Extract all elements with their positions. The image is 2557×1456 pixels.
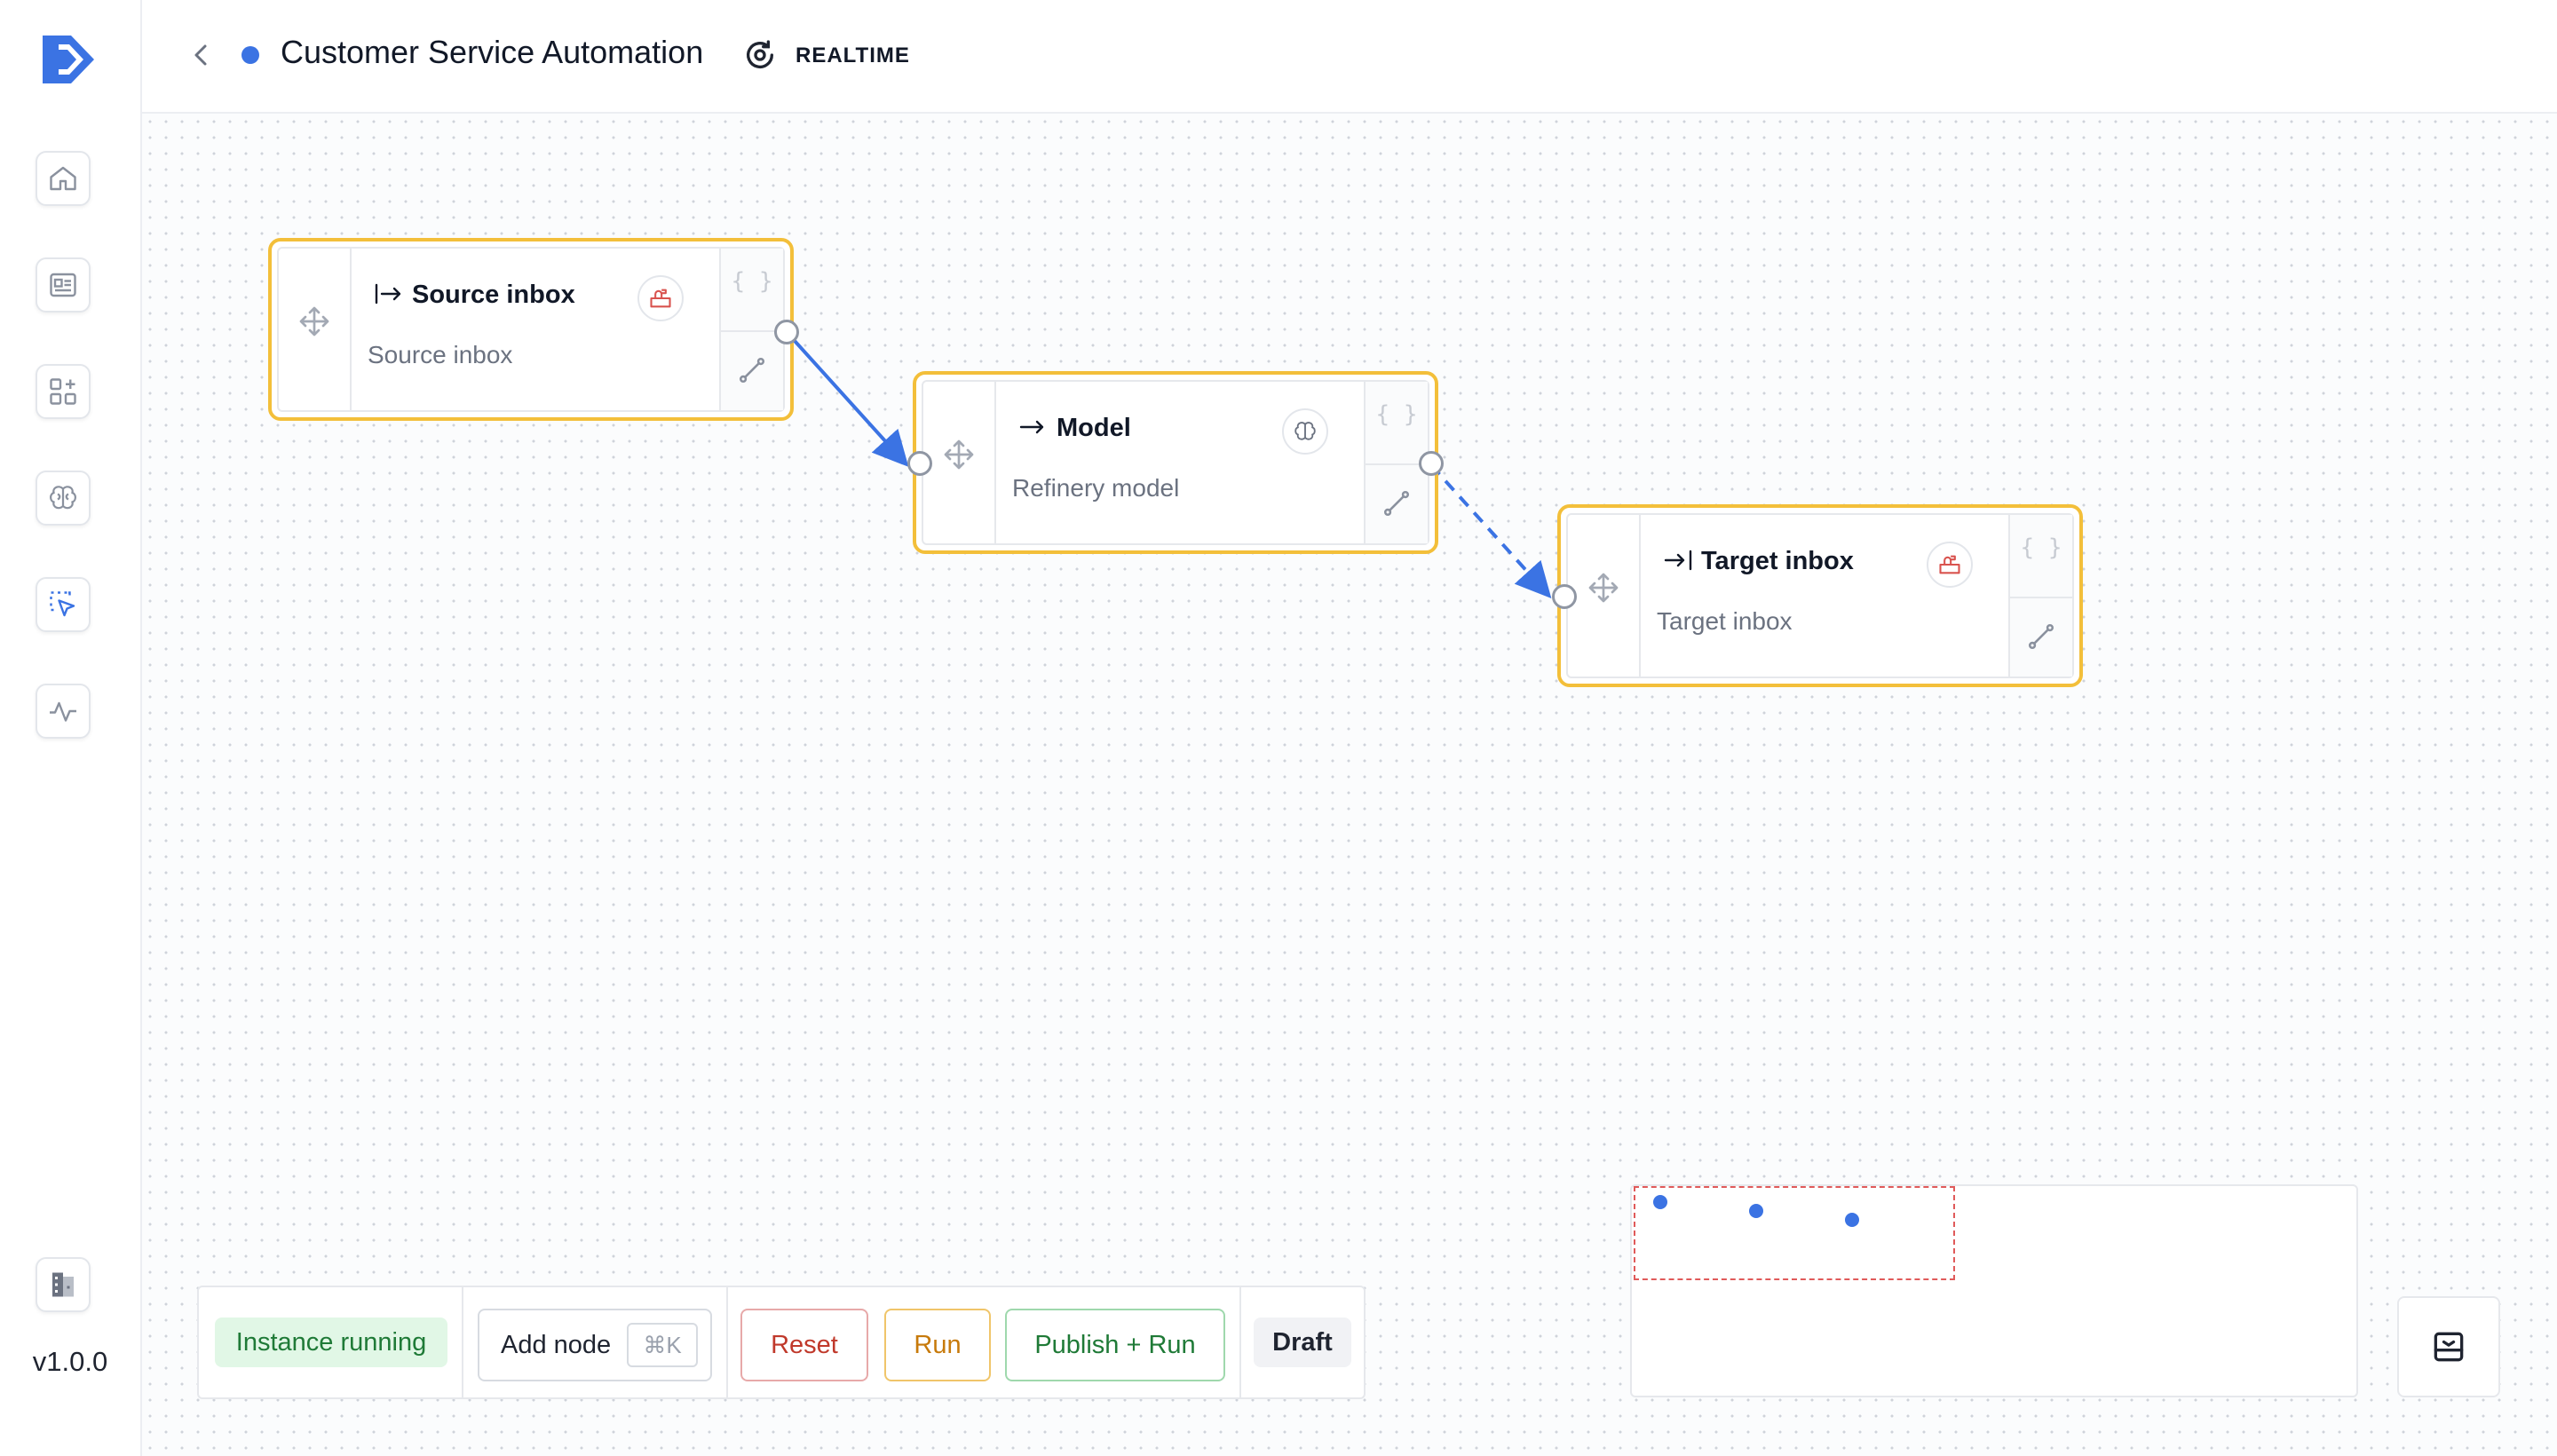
input-port[interactable] <box>907 451 932 476</box>
realtime-label: REALTIME <box>796 44 910 67</box>
chevron-left-icon[interactable] <box>188 39 215 71</box>
node-source-inbox[interactable]: Source inbox Source inbox { } <box>268 238 794 421</box>
node-actions: { } <box>719 249 783 410</box>
sidebar-item-home[interactable] <box>36 151 91 206</box>
brain-icon <box>50 486 76 510</box>
activity-icon <box>50 701 76 722</box>
brain-icon <box>1294 422 1316 440</box>
apps-icon <box>50 378 76 405</box>
sidebar-item-apps[interactable] <box>36 364 91 419</box>
panel-toggle-button[interactable] <box>2397 1296 2500 1397</box>
workflow-toolbar: Instance running Add node ⌘K Reset Run P… <box>197 1286 1366 1399</box>
building-icon <box>52 1272 74 1297</box>
id-card-icon <box>50 273 76 297</box>
node-badge[interactable] <box>637 275 684 321</box>
move-icon <box>299 306 329 336</box>
arrow-to-bar-icon <box>1664 550 1692 571</box>
move-icon <box>944 439 974 470</box>
divider <box>2010 597 2072 598</box>
config-button[interactable]: { } <box>731 268 773 295</box>
app-version: v1.0.0 <box>32 1346 108 1377</box>
node-title: Target inbox <box>1662 547 1854 576</box>
node-title-text: Model <box>1057 414 1131 442</box>
publish-run-button[interactable]: Publish + Run <box>1005 1309 1225 1381</box>
divider <box>1239 1287 1241 1397</box>
draft-badge: Draft <box>1254 1318 1351 1367</box>
sidebar-item-monitoring[interactable] <box>36 684 91 739</box>
run-button[interactable]: Run <box>884 1309 991 1381</box>
node-body: Source inbox Source inbox { } <box>277 247 785 412</box>
select-pointer-icon <box>50 591 75 617</box>
minimap-node <box>1749 1204 1763 1218</box>
node-subtitle: Refinery model <box>1012 474 1180 502</box>
drag-handle[interactable] <box>923 382 996 543</box>
connector-icon[interactable] <box>737 355 767 385</box>
sidebar-item-workflows[interactable] <box>36 577 91 632</box>
page-title: Customer Service Automation <box>281 34 704 70</box>
panel-bottom-icon <box>2434 1332 2464 1362</box>
add-node-button[interactable]: Add node ⌘K <box>478 1309 712 1381</box>
sidebar-item-models[interactable] <box>36 471 91 526</box>
node-title: Source inbox <box>373 281 575 310</box>
mailbox-icon <box>650 289 671 308</box>
node-body: Target inbox Target inbox { } <box>1566 513 2074 678</box>
minimap[interactable] <box>1630 1184 2358 1397</box>
home-icon <box>50 166 76 191</box>
workflow-header: Customer Service Automation REALTIME <box>142 0 2557 114</box>
minimap-node <box>1845 1213 1859 1227</box>
sidebar-item-records[interactable] <box>36 257 91 313</box>
drag-handle[interactable] <box>279 249 352 410</box>
drag-handle[interactable] <box>1568 515 1641 677</box>
arrow-from-bar-icon <box>375 283 401 305</box>
config-button[interactable]: { } <box>2020 534 2062 561</box>
node-badge[interactable] <box>1927 542 1973 588</box>
output-port[interactable] <box>1419 451 1444 476</box>
organization-button[interactable] <box>36 1257 91 1312</box>
node-subtitle: Source inbox <box>368 341 513 368</box>
shortcut-badge: ⌘K <box>627 1323 698 1367</box>
arrow-right-icon <box>1019 420 1044 434</box>
move-icon <box>1588 573 1619 603</box>
node-actions: { } <box>1364 382 1428 543</box>
status-dot <box>241 46 259 64</box>
node-subtitle: Target inbox <box>1657 607 1793 635</box>
node-title-text: Source inbox <box>412 281 575 309</box>
node-actions: { } <box>2008 515 2072 677</box>
node-title-text: Target inbox <box>1701 547 1854 575</box>
instance-status-badge: Instance running <box>215 1318 447 1367</box>
divider <box>726 1287 728 1397</box>
add-node-label: Add node <box>501 1330 612 1359</box>
node-target-inbox[interactable]: Target inbox Target inbox { } <box>1557 504 2083 687</box>
node-body: Model Refinery model { } <box>922 380 1429 545</box>
output-port[interactable] <box>774 320 799 344</box>
node-model[interactable]: Model Refinery model { } <box>913 371 1438 554</box>
app-logo-icon[interactable] <box>39 32 98 87</box>
realtime-icon[interactable] <box>742 37 778 73</box>
divider <box>1366 463 1428 465</box>
node-title: Model <box>1017 414 1131 443</box>
connector-icon[interactable] <box>1381 488 1412 518</box>
sidebar: v1.0.0 <box>0 0 142 1456</box>
connector-icon[interactable] <box>2026 621 2056 652</box>
divider <box>721 330 783 332</box>
divider <box>462 1287 463 1397</box>
reset-button[interactable]: Reset <box>740 1309 868 1381</box>
input-port[interactable] <box>1552 584 1577 609</box>
config-button[interactable]: { } <box>1375 401 1418 428</box>
workflow-canvas[interactable] <box>142 114 2557 1456</box>
minimap-node <box>1653 1195 1667 1209</box>
node-badge[interactable] <box>1282 408 1328 455</box>
minimap-viewport[interactable] <box>1634 1186 1955 1280</box>
mailbox-icon <box>1939 555 1960 574</box>
